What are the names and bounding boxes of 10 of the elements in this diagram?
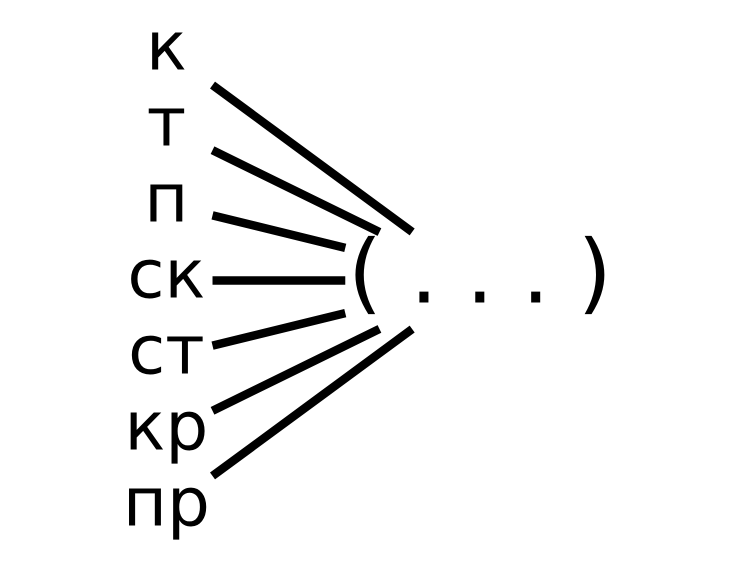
node-text: ( . . . )	[347, 220, 612, 324]
node-text: кр	[124, 386, 208, 466]
node-text: пр	[122, 462, 210, 542]
connector	[210, 325, 381, 415]
connector	[210, 326, 414, 480]
connector	[210, 82, 414, 236]
connector	[210, 146, 381, 236]
connector	[211, 309, 346, 350]
connector	[212, 276, 345, 285]
connector	[211, 211, 346, 252]
